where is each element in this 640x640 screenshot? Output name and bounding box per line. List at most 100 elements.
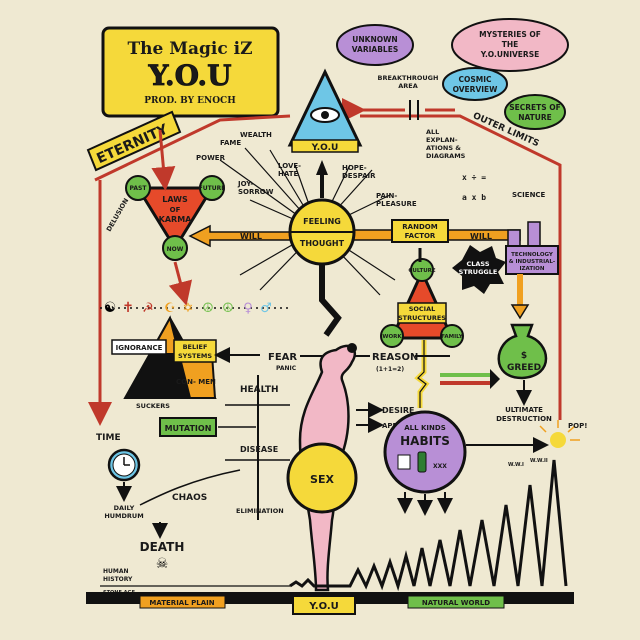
- outer-arcs: [88, 98, 562, 426]
- humdrum-label: HUMDRUM: [104, 512, 143, 520]
- will-left-label: WILL: [240, 232, 262, 241]
- bottom-bar: MATERIAL PLAIN Y.O.U NATURAL WORLD: [86, 592, 574, 615]
- ultimate-destruction-label: DESTRUCTION: [496, 415, 552, 423]
- explanations-label: DIAGRAMS: [426, 152, 466, 160]
- hope-despair-label: HOPE-: [342, 164, 367, 172]
- radiating-labels: POWER FAME WEALTH LOVE- HATE HOPE- DESPA…: [196, 131, 546, 208]
- peace-icon: ☮: [202, 301, 214, 316]
- yin-yang-icon: ☯: [104, 300, 117, 316]
- habits-label: HABITS: [400, 434, 450, 448]
- cloud-unknown-variables: UNKNOWN VARIABLES: [336, 24, 414, 66]
- cloud-text: OVERVIEW: [453, 85, 499, 94]
- feeling-label: FEELING: [303, 217, 341, 226]
- title-line2: Y.O.U: [147, 59, 231, 92]
- karma-label: LAWS: [162, 195, 188, 204]
- disease-label: DISEASE: [240, 445, 278, 454]
- fear-reason: FEAR PANIC REASON (1+1=2): [268, 352, 500, 389]
- science-label: SCIENCE: [512, 191, 546, 199]
- now-label: NOW: [167, 246, 184, 253]
- cloud-text: SECRETS OF: [509, 103, 561, 112]
- ignorance-label: IGNORANCE: [116, 344, 163, 352]
- random-factor-label: RANDOM: [402, 223, 437, 231]
- symbol-row: ☯ ✝ ☭ ☪ ✡ ☮ ☮ ♀ ♂: [100, 300, 290, 316]
- humdrum-label: DAILY: [114, 504, 135, 512]
- explanations-label: EXPLAN-: [426, 136, 458, 144]
- cloud-text: Y.O.UNIVERSE: [480, 50, 539, 59]
- class-struggle-label: CLASS: [466, 260, 489, 268]
- habits-circle: ALL KINDS HABITS XXX: [383, 410, 549, 516]
- belief-label: BELIEF: [183, 343, 208, 351]
- time-column: TIME DAILY HUMDRUM CHAOS DEATH ☠: [96, 433, 241, 572]
- pain-pleasure-label: PLEASURE: [376, 200, 417, 208]
- head-icon: [347, 343, 357, 353]
- explanations-label: ATIONS &: [426, 144, 461, 152]
- culture-label: CULTURE: [408, 268, 436, 274]
- joy-sorrow-label: JOY-: [237, 180, 253, 188]
- cloud-mysteries: MYSTERIES OF THE Y.O.UNIVERSE: [451, 18, 569, 72]
- reason-formula-label: (1+1=2): [376, 366, 404, 373]
- title-line3: PROD. BY ENOCH: [144, 96, 236, 106]
- family-label: FAMILY: [441, 334, 464, 340]
- fame-label: FAME: [220, 139, 241, 147]
- ultimate-destruction-label: ULTIMATE: [505, 406, 543, 414]
- ww1-label: W.W.I: [508, 462, 524, 468]
- thought-label: THOUGHT: [300, 239, 345, 248]
- technology-label: TECHNOLOGY: [511, 252, 554, 258]
- power-label: POWER: [196, 154, 226, 162]
- card-icon: [397, 454, 411, 470]
- breakthrough-label: AREA: [398, 82, 418, 90]
- cloud-text: VARIABLES: [352, 45, 399, 54]
- reason-label: REASON: [372, 352, 418, 363]
- fear-label: FEAR: [268, 352, 297, 363]
- cloud-secrets-of-nature: SECRETS OF NATURE: [504, 94, 566, 130]
- pop-explosion: POP! W.W.I W.W.II: [508, 420, 587, 468]
- elimination-label: ELIMINATION: [236, 507, 284, 515]
- cloud-text: NATURE: [518, 113, 552, 122]
- title-box: The Magic iZ Y.O.U PROD. BY ENOCH: [101, 26, 280, 118]
- you-bottom-label: Y.O.U: [308, 601, 339, 612]
- death-label: DEATH: [140, 540, 185, 554]
- all-kinds-label: ALL KINDS: [404, 424, 446, 432]
- bottle-icon: [417, 451, 427, 473]
- pop-label: POP!: [568, 422, 587, 430]
- skull-icon: ☠: [156, 556, 169, 572]
- feeling-thought-circle: FEELING THOUGHT: [288, 160, 356, 337]
- health-column: HEALTH MUTATION DISEASE ELIMINATION: [159, 375, 290, 520]
- material-plain-label: MATERIAL PLAIN: [149, 599, 214, 607]
- natural-world-label: NATURAL WORLD: [422, 599, 490, 607]
- math-scribble: x ÷ =: [462, 173, 486, 182]
- cross-icon: ✝: [122, 300, 134, 316]
- con-men-label: CON- MEN: [176, 378, 216, 386]
- karma-label: KARMA: [159, 215, 193, 224]
- cloud-cosmic-overview: COSMIC OVERVIEW: [442, 67, 508, 101]
- work-label: WORK: [382, 334, 402, 340]
- future-label: FUTURE: [199, 185, 226, 192]
- sex-circle: SEX: [286, 442, 358, 514]
- belief-label: SYSTEMS: [178, 352, 212, 360]
- hope-despair-label: DESPAIR: [342, 172, 376, 180]
- cloud-text: UNKNOWN: [352, 35, 397, 44]
- social-label: STRUCTURES: [398, 314, 446, 322]
- ww2-label: W.W.II: [530, 458, 548, 464]
- math-scribble: a x b: [462, 193, 486, 202]
- breakthrough-label: BREAKTHROUGH: [378, 74, 439, 82]
- cloud-text: THE: [502, 40, 519, 49]
- love-hate-label: LOVE-: [278, 162, 301, 170]
- social-label: SOCIAL: [409, 305, 436, 313]
- dollar-icon: $: [521, 351, 527, 361]
- delusion-label: DELUSION: [105, 197, 130, 233]
- star-of-david-icon: ✡: [183, 301, 194, 316]
- health-label: HEALTH: [240, 385, 279, 395]
- technology-label: & INDUSTRIAL-: [509, 259, 555, 265]
- cloud-text: MYSTERIES OF: [479, 30, 541, 39]
- belief-systems: IGNORANCE BELIEF SYSTEMS CON- MEN SUCKER…: [111, 315, 260, 410]
- crescent-icon: ☪: [164, 301, 176, 316]
- time-label: TIME: [96, 433, 121, 443]
- karma-label: OF: [170, 206, 181, 214]
- random-factor: RANDOM FACTOR: [391, 219, 449, 243]
- will-right-label: WILL: [470, 232, 492, 241]
- hammer-sickle-icon: ☭: [142, 301, 154, 316]
- wealth-label: WEALTH: [240, 131, 272, 139]
- explanations-label: ALL: [426, 128, 439, 136]
